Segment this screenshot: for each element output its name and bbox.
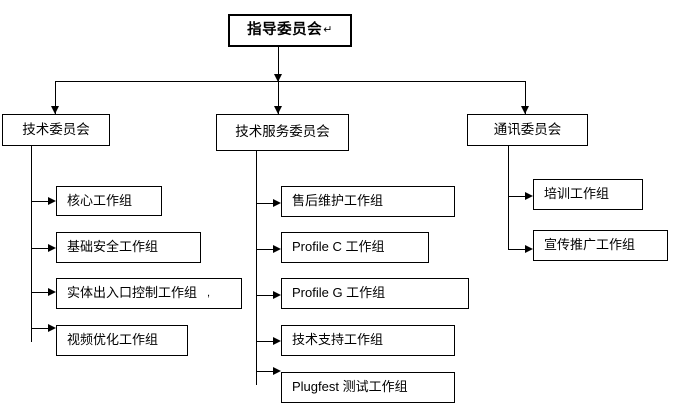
connector-branch-service-4 (256, 341, 276, 342)
arrowhead-branch-service-2 (273, 245, 281, 253)
arrowhead-branch-service-5 (273, 367, 281, 375)
node-label: 指导委员会 (247, 21, 323, 38)
node-video-optimization-working-group[interactable]: 视频优化工作组 (56, 325, 188, 356)
node-label: 技术支持工作组 (292, 332, 384, 348)
connector-branch-service-2 (256, 249, 276, 250)
connector-branch-comm-1 (508, 196, 528, 197)
connector-spine-tech (31, 146, 32, 342)
node-technical-support-working-group[interactable]: 技术支持工作组 (281, 325, 455, 356)
node-plugfest-test-working-group[interactable]: Plugfest 测试工作组 (281, 372, 455, 403)
connector-drop-tech (55, 81, 56, 114)
connector-branch-tech-4 (31, 328, 51, 329)
node-label: Profile G 工作组 (292, 285, 386, 301)
connector-drop-service (278, 81, 279, 114)
arrowhead-branch-comm-1 (525, 192, 533, 200)
arrowhead-branch-service-4 (273, 337, 281, 345)
connector-branch-service-5 (256, 371, 276, 372)
connector-spine-comm (508, 146, 509, 250)
node-training-working-group[interactable]: 培训工作组 (533, 179, 643, 210)
connector-branch-tech-1 (31, 201, 51, 202)
connector-spine-service (256, 151, 257, 385)
pilcrow-mark: ↵ (323, 24, 333, 37)
node-label: 基础安全工作组 (67, 239, 159, 255)
node-label-tail-mark: , (207, 287, 211, 300)
connector-root-stem (278, 47, 279, 81)
arrowhead-branch-tech-3 (48, 288, 56, 296)
node-label: 实体出入口控制工作组 (67, 285, 198, 301)
node-label: 技术委员会 (22, 121, 90, 137)
node-label: 通讯委员会 (493, 121, 562, 137)
arrowhead-branch-tech-1 (48, 197, 56, 205)
connector-level2-bus (55, 81, 525, 82)
connector-drop-comm (525, 81, 526, 114)
arrowhead-branch-service-3 (273, 291, 281, 299)
arrowhead-service (274, 106, 282, 114)
node-technical-service-committee[interactable]: 技术服务委员会 (216, 114, 349, 151)
node-label: Plugfest 测试工作组 (292, 379, 408, 395)
arrowhead-branch-tech-2 (48, 244, 56, 252)
node-promotion-working-group[interactable]: 宣传推广工作组 (533, 230, 668, 261)
connector-branch-comm-2 (508, 249, 528, 250)
node-profile-g-working-group[interactable]: Profile G 工作组 (281, 278, 469, 309)
arrowhead-comm (521, 106, 529, 114)
connector-branch-service-1 (256, 203, 276, 204)
node-basic-security-working-group[interactable]: 基础安全工作组 (56, 232, 201, 263)
node-profile-c-working-group[interactable]: Profile C 工作组 (281, 232, 429, 263)
node-label: Profile C 工作组 (292, 239, 385, 255)
node-label: 培训工作组 (544, 186, 610, 202)
node-steering-committee[interactable]: 指导委员会↵ (228, 14, 352, 47)
arrowhead-tech (51, 106, 59, 114)
arrowhead-branch-tech-4 (48, 324, 56, 332)
node-label: 技术服务委员会 (235, 124, 330, 140)
node-communication-committee[interactable]: 通讯委员会 (467, 114, 588, 146)
node-label: 售后维护工作组 (292, 193, 384, 209)
node-label: 宣传推广工作组 (544, 237, 636, 253)
node-core-working-group[interactable]: 核心工作组 (56, 186, 162, 216)
node-technical-committee[interactable]: 技术委员会 (2, 114, 110, 146)
connector-branch-service-3 (256, 295, 276, 296)
connector-branch-tech-3 (31, 292, 51, 293)
node-label: 视频优化工作组 (67, 332, 159, 348)
node-label: 核心工作组 (67, 192, 133, 208)
connector-branch-tech-2 (31, 248, 51, 249)
node-physical-access-control-working-group[interactable]: 实体出入口控制工作组, (56, 278, 242, 309)
arrowhead-branch-comm-2 (525, 245, 533, 253)
arrowhead-branch-service-1 (273, 199, 281, 207)
node-after-sales-maintenance-working-group[interactable]: 售后维护工作组 (281, 186, 455, 217)
arrowhead-root-bus (274, 74, 282, 82)
